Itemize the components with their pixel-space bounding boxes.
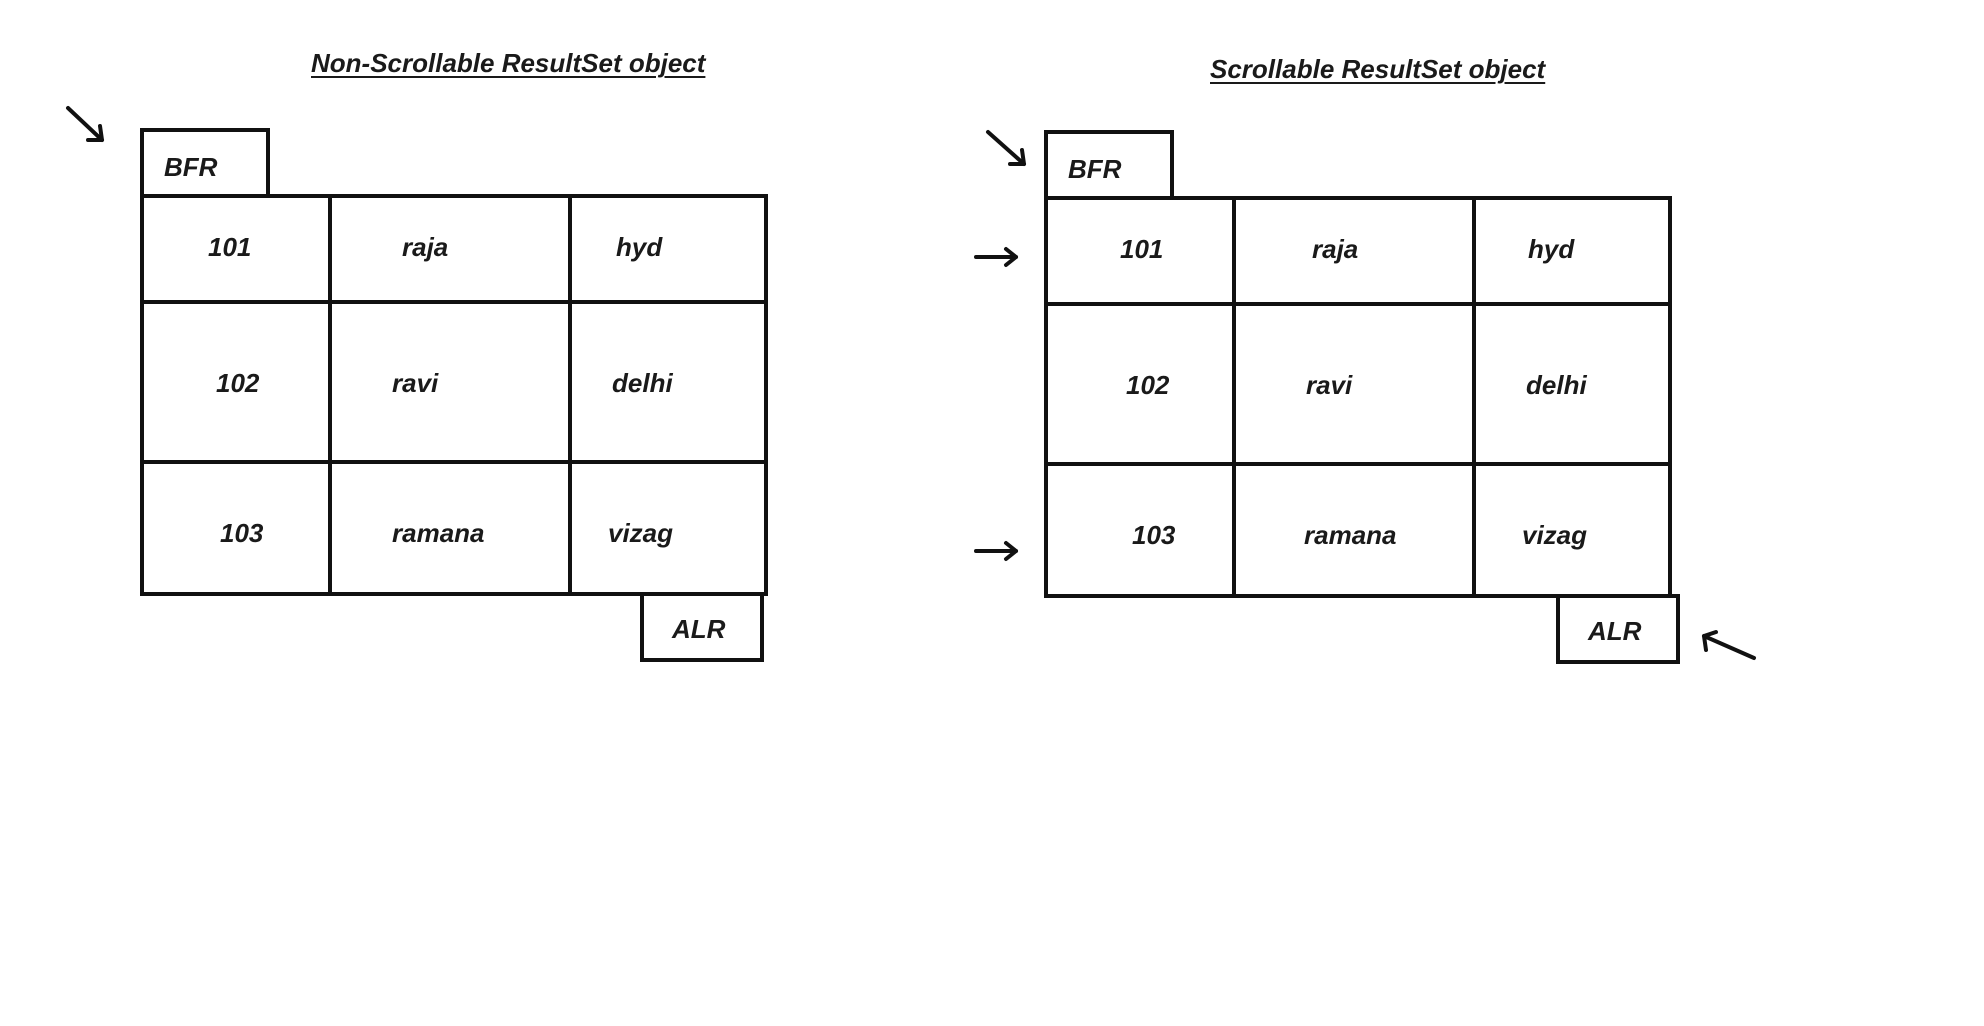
table-cell: delhi — [612, 368, 673, 398]
table-cell: 101 — [208, 232, 252, 262]
scrollable-diagram: Scrollable ResultSet object BFR 101 raja… — [960, 0, 1984, 700]
column-divider — [568, 194, 572, 596]
table-cell: 103 — [220, 518, 264, 548]
resultset-table — [140, 194, 768, 596]
non-scrollable-diagram: Non-Scrollable ResultSet object BFR 101 … — [0, 0, 960, 700]
alr-box — [640, 592, 764, 662]
bfr-pointer-arrow-icon — [66, 106, 104, 142]
bfr-label: BFR — [1068, 154, 1122, 184]
cursor-arrow-icon — [974, 541, 1018, 561]
row-divider — [140, 300, 768, 304]
table-cell: vizag — [1522, 520, 1588, 550]
alr-label: ALR — [672, 614, 726, 644]
column-divider — [328, 194, 332, 596]
table-cell: 101 — [1120, 234, 1164, 264]
column-divider — [1232, 196, 1236, 598]
row-divider — [1044, 462, 1672, 466]
table-cell: hyd — [1528, 234, 1575, 264]
column-divider — [1472, 196, 1476, 598]
table-cell: raja — [1312, 234, 1359, 264]
table-cell: 103 — [1132, 520, 1176, 550]
alr-label: ALR — [1588, 616, 1642, 646]
bfr-label: BFR — [164, 152, 218, 182]
table-cell: delhi — [1526, 370, 1587, 400]
table-cell: raja — [402, 232, 449, 262]
table-cell: ramana — [1304, 520, 1397, 550]
table-cell: ravi — [1306, 370, 1353, 400]
table-cell: vizag — [608, 518, 674, 548]
table-cell: 102 — [216, 368, 260, 398]
table-cell: hyd — [616, 232, 663, 262]
table-cell: 102 — [1126, 370, 1170, 400]
bfr-pointer-arrow-icon — [986, 130, 1026, 166]
table-cell: ravi — [392, 368, 439, 398]
cursor-arrow-icon — [974, 247, 1018, 267]
row-divider — [1044, 302, 1672, 306]
non-scrollable-title: Non-Scrollable ResultSet object — [311, 48, 706, 78]
alr-pointer-arrow-icon — [1702, 630, 1756, 660]
table-cell: ramana — [392, 518, 485, 548]
row-divider — [140, 460, 768, 464]
scrollable-title: Scrollable ResultSet object — [1210, 54, 1546, 84]
resultset-table — [1044, 196, 1672, 598]
alr-box — [1556, 594, 1680, 664]
